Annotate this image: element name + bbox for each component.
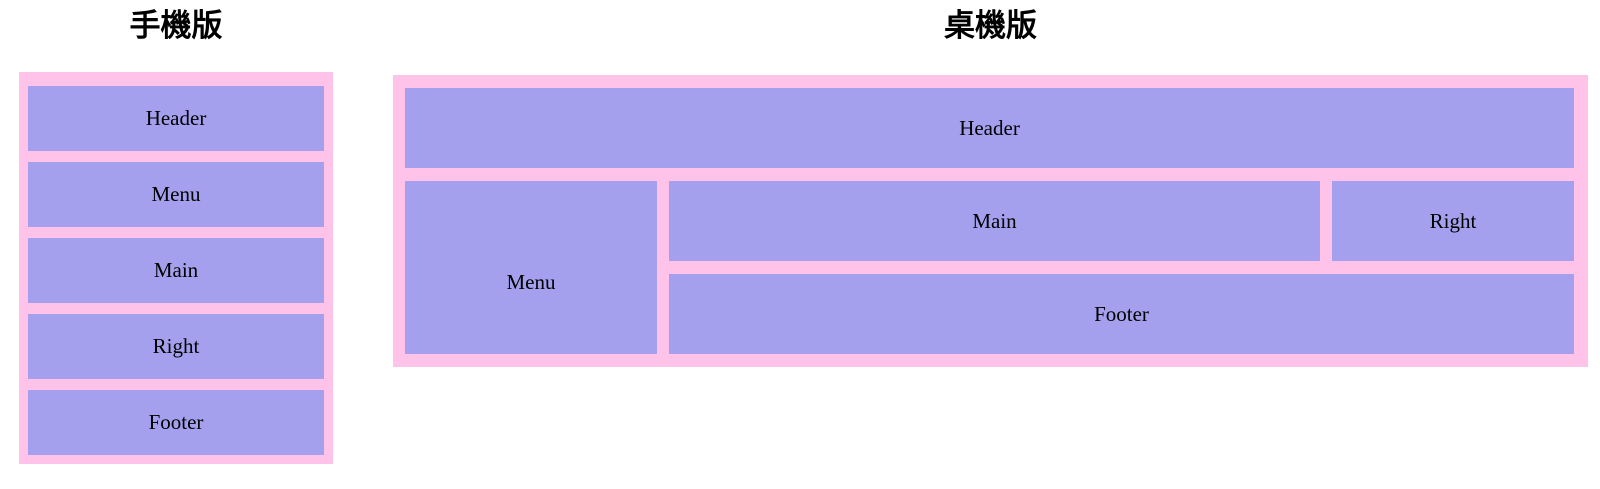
mobile-box-main: Main xyxy=(28,238,324,303)
mobile-box-footer: Footer xyxy=(28,390,324,455)
desktop-box-menu: Menu xyxy=(405,181,657,354)
mobile-box-right: Right xyxy=(28,314,324,379)
mobile-box-header: Header xyxy=(28,86,324,151)
desktop-box-footer: Footer xyxy=(669,274,1574,354)
desktop-box-right: Right xyxy=(1332,181,1574,261)
desktop-box-header: Header xyxy=(405,88,1574,168)
desktop-section-title: 桌機版 xyxy=(944,8,1037,43)
mobile-layout-container: Header Menu Main Right Footer xyxy=(19,72,333,464)
mobile-box-menu: Menu xyxy=(28,162,324,227)
desktop-box-main: Main xyxy=(669,181,1320,261)
mobile-section-title: 手機版 xyxy=(129,8,223,43)
desktop-layout-container: Header Menu Main Right Footer xyxy=(393,75,1588,367)
